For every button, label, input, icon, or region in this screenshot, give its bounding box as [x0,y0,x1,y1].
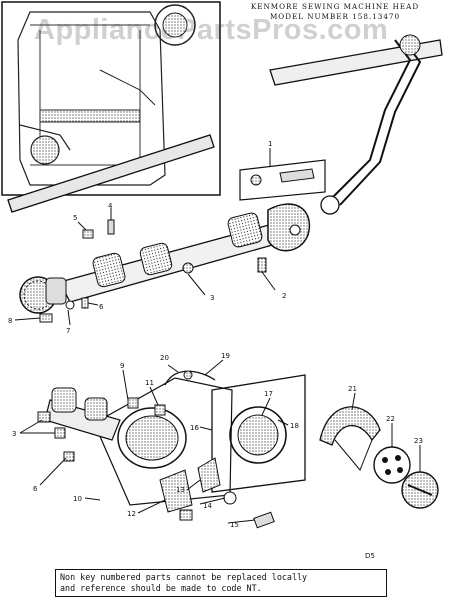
machine-overview-inset [1,1,221,213]
callout-9: 9 [120,362,124,370]
callout-17: 17 [264,390,273,398]
callout-14: 14 [203,502,212,510]
callout-6b: 6 [33,485,38,493]
screws-upper [14,208,276,326]
callout-21: 21 [348,385,357,393]
diagram-header: KENMORE SEWING MACHINE HEAD MODEL NUMBER… [222,2,448,22]
main-shaft-assembly [19,203,311,314]
callout-20: 20 [160,354,169,362]
callout-15: 15 [230,521,239,529]
callout-4: 4 [108,202,113,210]
callout-5: 5 [73,214,77,222]
callout-11: 11 [145,379,154,387]
callout-7: 7 [66,327,70,335]
hook-assembly [19,359,306,529]
callout-18: 18 [290,422,299,430]
diagram-code: D5 [365,552,375,560]
crank-linkage [269,34,443,215]
callout-labels: 1 2 3 4 5 6 7 8 3 6 9 10 11 12 13 14 15 … [8,140,423,529]
callout-2: 2 [282,292,286,300]
parts-21-23 [319,392,439,509]
callout-22: 22 [386,415,395,423]
watermark: AppliancePartsPros.com [34,14,389,46]
part-1-pin-box [239,148,326,201]
callout-3b: 3 [12,430,16,438]
footer-note: Non key numbered parts cannot be replace… [55,569,387,597]
callout-1: 1 [268,140,272,148]
callout-8: 8 [8,317,12,325]
footer-note-line1: Non key numbered parts cannot be replace… [60,572,308,582]
callout-23: 23 [414,437,423,445]
callout-13: 13 [176,486,185,494]
header-model-number: MODEL NUMBER 158.13470 [269,12,401,21]
callout-10: 10 [73,495,82,503]
callout-16: 16 [190,424,199,432]
footer-note-line2: and reference should be made to code NT. [60,583,262,593]
header-model-name: KENMORE SEWING MACHINE HEAD [250,2,420,11]
callout-19: 19 [221,352,230,360]
callout-12: 12 [127,510,136,518]
callout-3: 3 [210,294,214,302]
callout-6: 6 [99,303,104,311]
